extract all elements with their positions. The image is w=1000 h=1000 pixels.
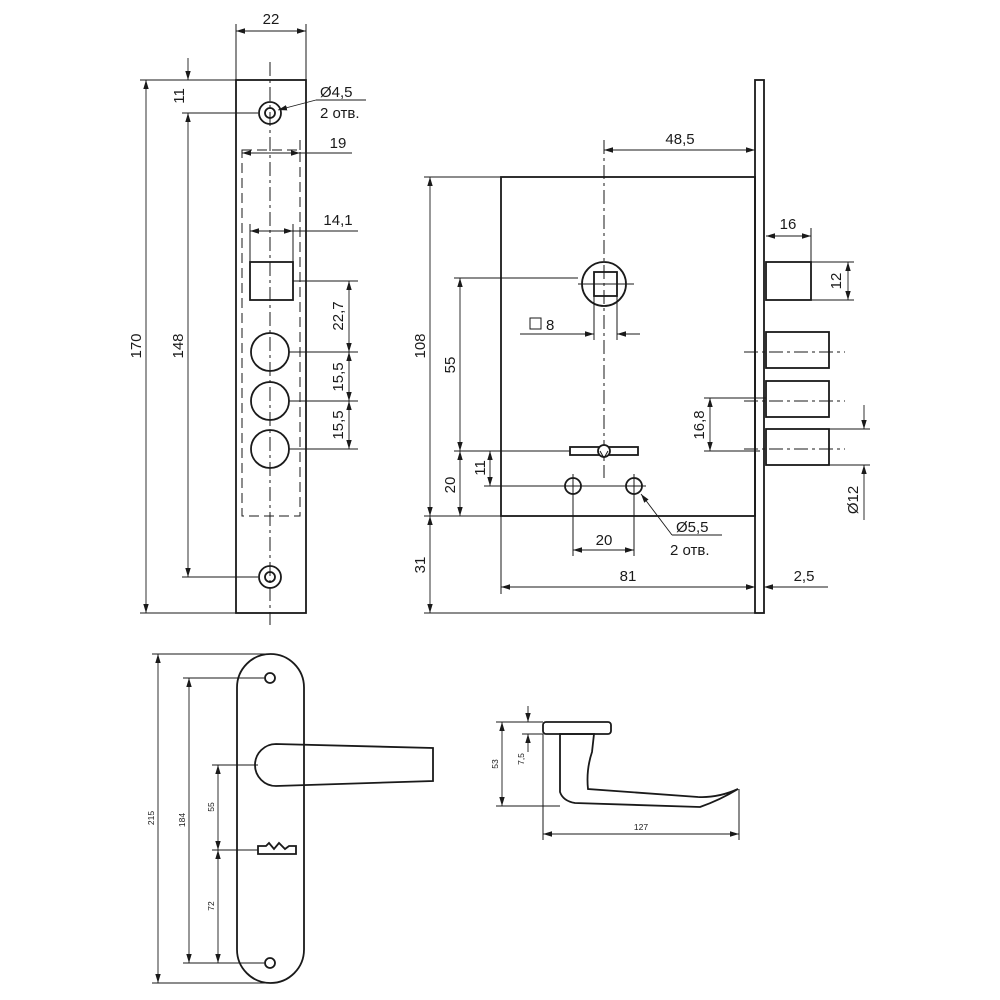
lock-hole-spacing-label: 20 xyxy=(596,532,613,549)
key-to-hole-label: 72 xyxy=(206,901,216,911)
handle-length-label: 215 xyxy=(146,811,156,825)
side-length-label: 127 xyxy=(634,822,648,832)
faceplate-case-hidden xyxy=(241,149,301,517)
latch-height-label: 12 xyxy=(828,273,845,290)
faceplate-outline xyxy=(235,79,307,614)
dead-bolt-2 xyxy=(765,380,830,418)
lock-body-view: 48,5 16 12 8 108 55 11 20 xyxy=(412,79,870,614)
plate-thickness-label: 2,5 xyxy=(794,568,815,585)
handle-rosette xyxy=(542,721,612,735)
handle-hole-spacing-label: 184 xyxy=(177,813,187,827)
handle-plate-bottom-hole xyxy=(264,957,276,969)
faceplate-spacing-c-label: 15,5 xyxy=(330,410,347,439)
faceplate-spacing-a-label: 22,7 xyxy=(330,301,347,330)
lock-height-label: 108 xyxy=(412,333,429,358)
latch-bolt xyxy=(765,261,812,301)
faceplate-top-offset-label: 11 xyxy=(171,88,188,104)
handle-side-view: 53 7,5 127 xyxy=(490,706,740,840)
side-height-label: 53 xyxy=(490,759,500,769)
handle-keyhole xyxy=(257,841,297,855)
bolt-diameter-label: Ø12 xyxy=(845,486,862,514)
bottom-offset-label: 31 xyxy=(412,557,429,574)
lock-hole-count-label: 2 отв. xyxy=(670,542,710,559)
lock-hole-diameter-label: Ø5,5 xyxy=(676,519,709,536)
spindle-offset-label: 48,5 xyxy=(665,131,694,148)
faceplate-view: 22 11 Ø4,5 2 отв. 19 14,1 22,7 15,5 15 xyxy=(128,11,366,625)
dead-bolt-3 xyxy=(765,428,830,466)
faceplate-hole-diameter-label: Ø4,5 xyxy=(320,84,353,101)
handle-plate-top-hole xyxy=(264,672,276,684)
handle-front-view: 215 184 55 72 xyxy=(146,653,434,984)
hole-offset-label: 20 xyxy=(442,477,459,494)
handle-backplate xyxy=(236,653,305,984)
latch-width-label: 16 xyxy=(780,216,797,233)
lock-case-outline xyxy=(500,176,756,517)
rosette-thickness-label: 7,5 xyxy=(516,753,526,765)
handle-lever-side xyxy=(559,733,739,808)
faceplate-hole-spacing-label: 148 xyxy=(170,333,187,358)
faceplate-inner-width-label: 19 xyxy=(330,135,347,152)
faceplate-spacing-b-label: 15,5 xyxy=(330,362,347,391)
faceplate-bolt-width-label: 14,1 xyxy=(323,212,352,229)
faceplate-latch-opening xyxy=(249,261,294,301)
dead-bolt-1 xyxy=(765,331,830,369)
faceplate-total-height-label: 170 xyxy=(128,333,145,358)
lock-front-plate xyxy=(754,79,765,614)
faceplate-width-label: 22 xyxy=(263,11,280,28)
lock-depth-label: 81 xyxy=(620,568,637,585)
handle-to-key-label: 55 xyxy=(206,802,216,812)
faceplate-hole-count-label: 2 отв. xyxy=(320,105,360,122)
spindle-to-key-label: 55 xyxy=(442,357,459,374)
bolt-spacing-label: 16,8 xyxy=(691,410,708,439)
square-spindle-label: 8 xyxy=(546,317,554,334)
key-offset-label: 11 xyxy=(472,460,489,476)
keyhole-slot xyxy=(569,444,639,460)
handle-lever-front xyxy=(254,743,434,787)
square-spindle-symbol xyxy=(529,317,542,330)
